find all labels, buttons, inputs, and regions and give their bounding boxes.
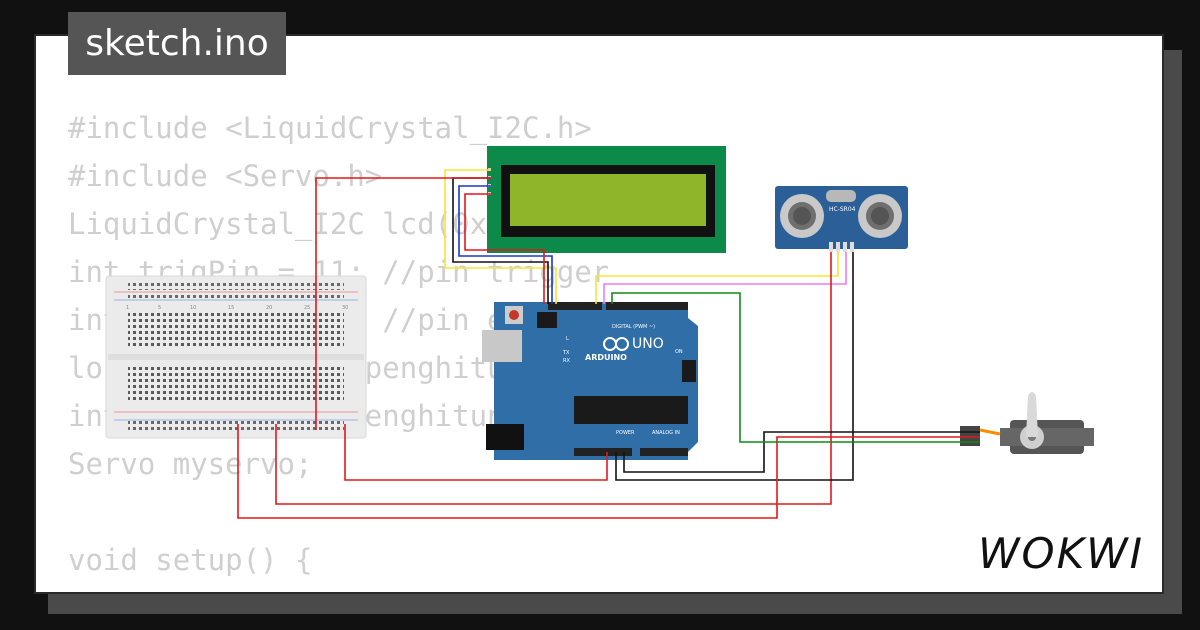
wokwi-logo-text: WOKWI (978, 529, 1144, 578)
wire-servo-vcc (237, 424, 980, 519)
analog-pins-label: ANALOG IN (652, 430, 680, 436)
wire-lcd-vcc (464, 193, 545, 304)
wire-5v-breadboard (344, 424, 608, 481)
file-tab-label: sketch.ino (85, 23, 269, 64)
wire-lcd-scl (458, 185, 553, 304)
power-pins-label: POWER (616, 430, 635, 436)
breadboard-column-number: 25 (304, 305, 310, 311)
wire-sensor-echo (603, 252, 847, 304)
code-line: lcd.init(); lcd.backlight(); // inisiali… (68, 584, 871, 592)
tx-led-label: TX (562, 350, 570, 356)
wire-lcd-sda (444, 169, 557, 304)
wire-servo-gnd (623, 431, 980, 473)
wire-sensor-vcc (275, 252, 832, 505)
arduino-brand-label: ARDUINO (585, 353, 627, 362)
breadboard-column-number: 20 (266, 305, 272, 311)
code-line: #include <LiquidCrystal_I2C.h> (68, 111, 592, 145)
wires (237, 169, 1001, 519)
sensor-model-label: HC-SR04 (829, 206, 856, 213)
breadboard-column-number: 1 (126, 305, 129, 311)
servo-motor[interactable] (960, 392, 1094, 454)
on-led-label: ON (675, 349, 683, 355)
file-tab[interactable]: sketch.ino (68, 12, 286, 75)
breadboard-column-number: 10 (190, 305, 196, 311)
l-led-label: L (566, 336, 569, 342)
wire-red-rail (315, 177, 491, 430)
digital-pins-label: DIGITAL (PWM ~) (612, 324, 655, 330)
wokwi-logo: WOKWI (978, 529, 1144, 578)
uno-model-label: UNO (632, 336, 664, 352)
wire-sensor-trig (595, 252, 839, 304)
lcd-display[interactable] (487, 146, 726, 253)
breadboard-column-number: 5 (158, 305, 161, 311)
wire-sensor-gnd (615, 252, 854, 481)
code-line: void setup() { (68, 543, 313, 577)
breadboard[interactable]: 1 5 10 15 20 25 30 (105, 275, 367, 439)
wire-servo-signal (611, 292, 980, 443)
ultrasonic-sensor[interactable]: HC-SR04 (775, 186, 908, 252)
arduino-logo-icon (603, 337, 629, 351)
breadboard-column-number: 30 (342, 305, 348, 311)
servo-lead (979, 428, 1001, 436)
code-line: #include <Servo.h> (68, 159, 383, 193)
arduino-uno-board[interactable]: DIGITAL (PWM ~) ARDUINO UNO ON TX RX L P… (482, 302, 698, 460)
breadboard-column-number: 15 (228, 305, 234, 311)
code-line: Servo myservo; (68, 447, 313, 481)
rx-led-label: RX (563, 358, 570, 364)
